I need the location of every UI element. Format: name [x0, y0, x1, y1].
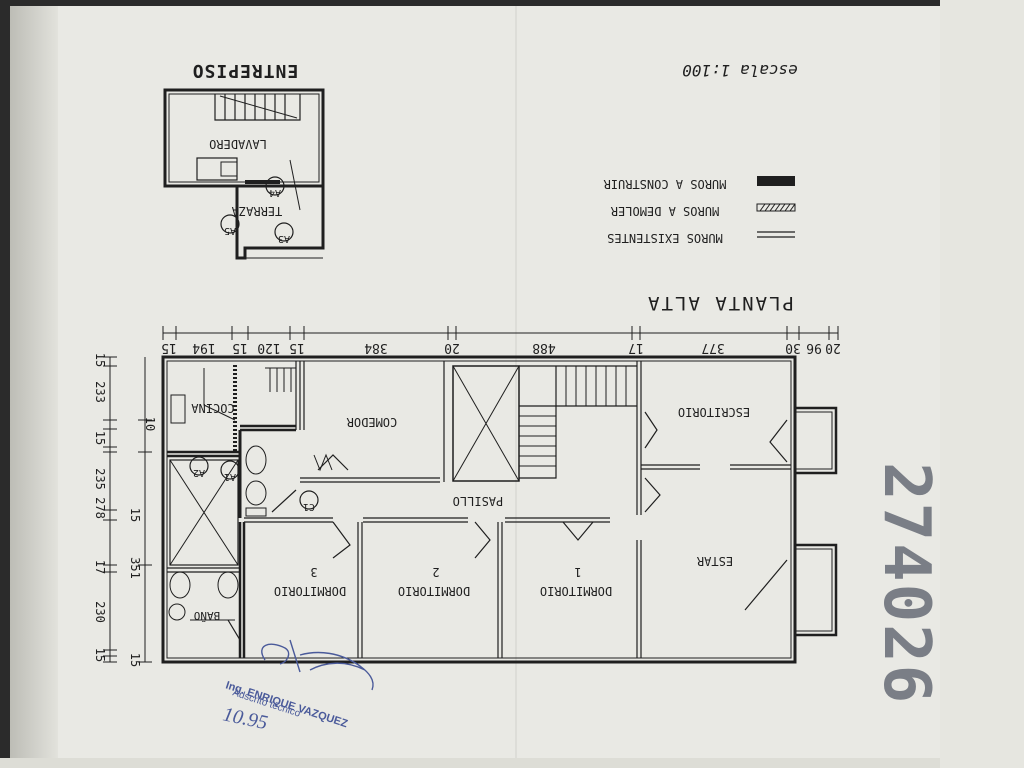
room-label-dormitorio-3: DORMITORIO [274, 584, 346, 598]
marker-a2: A2 [189, 456, 209, 478]
dim-top-11: 96 [806, 340, 822, 355]
main-plan-walls [161, 355, 838, 664]
room-number-2: 2 [432, 565, 439, 579]
legend-swatch-double-line [757, 231, 795, 238]
svg-text:A3: A3 [278, 233, 290, 244]
title-escala: escala 1:100 [682, 61, 798, 80]
title-planta-alta: PLANTA ALTA [646, 292, 794, 314]
legend-swatch-solid [757, 176, 795, 186]
room-number-3: 3 [310, 565, 317, 579]
legend-label-construir: MUROS A CONSTRUIR [603, 177, 727, 191]
legend-label-demoler: MUROS A DEMOLER [610, 204, 719, 218]
dim-top-6: 20 [444, 340, 460, 355]
svg-text:escala 1:100: escala 1:100 [682, 61, 798, 80]
svg-text:A2: A2 [193, 467, 205, 478]
dim-top-4: 15 [289, 340, 305, 355]
dim-left-8: 351 [128, 557, 142, 579]
stamp-date: 10.95 [221, 703, 270, 734]
svg-text:A4: A4 [269, 187, 281, 198]
dim-left-4: 235 [93, 468, 107, 490]
svg-text:ENTREPISO: ENTREPISO [192, 60, 299, 81]
legend-label-existentes: MUROS EXISTENTES [607, 231, 723, 245]
dim-left-1: 233 [93, 381, 107, 403]
svg-text:274026: 274026 [869, 462, 943, 705]
svg-text:A5: A5 [224, 225, 236, 236]
dim-top-1: 194 [192, 340, 216, 355]
background-surface [940, 0, 1024, 768]
marker-a1: A1 [220, 460, 240, 482]
room-label-cocina: COCINA [191, 401, 235, 415]
dim-top-2: 15 [232, 340, 248, 355]
dim-top-3: 120 [257, 340, 280, 355]
legend-swatch-hatched [756, 203, 796, 212]
room-label-pasillo: PASILLO [453, 494, 504, 508]
file-number: 274026 [869, 462, 943, 705]
dim-left-2: 10 [143, 417, 157, 431]
sheet-shadow [10, 6, 58, 758]
svg-text:C1: C1 [303, 501, 315, 512]
svg-text:TERRAZA: TERRAZA [231, 204, 282, 218]
room-label-dormitorio-1: DORMITORIO [540, 584, 612, 598]
dimension-labels-left: 15 233 10 15 235 278 15 17 351 230 15 15 [93, 353, 157, 667]
dimension-line-left [103, 356, 152, 663]
stamp: Ing. ENRIQUE VAZQUEZ Adscrito técnico 10… [221, 679, 349, 734]
entrepiso-labels: LAVADERO TERRAZA [209, 137, 282, 218]
dim-left-6: 15 [128, 508, 142, 522]
dim-top-9: 377 [701, 340, 724, 355]
dim-left-5: 278 [93, 497, 107, 519]
svg-text:LAVADERO: LAVADERO [209, 137, 267, 151]
dim-top-7: 488 [532, 340, 555, 355]
dim-top-8: 17 [628, 340, 644, 355]
dim-left-9: 230 [93, 601, 107, 623]
sheet-fold [515, 6, 517, 758]
room-label-escritorio: ESCRITORIO [678, 405, 750, 419]
dim-left-10: 15 [93, 648, 107, 662]
signature [261, 639, 374, 691]
room-label-bano: BAÑO [194, 609, 221, 622]
dim-left-3: 15 [93, 431, 107, 445]
room-labels: ESCRITORIO COMEDOR COCINA PASILLO ESTAR … [191, 401, 751, 622]
dimension-line-top [162, 326, 839, 340]
dim-left-11: 15 [128, 653, 142, 667]
marker-a5: A5 [220, 214, 240, 236]
marker-c1: C1 [299, 490, 319, 512]
dim-top-5: 384 [364, 340, 388, 355]
svg-text:A1: A1 [224, 471, 236, 482]
svg-text:PLANTA ALTA: PLANTA ALTA [646, 292, 794, 314]
marker-a4: A4 [265, 176, 285, 198]
title-entrepiso: ENTREPISO [192, 60, 299, 81]
room-label-comedor: COMEDOR [346, 415, 397, 429]
dim-left-0: 15 [93, 353, 107, 367]
room-number-1: 1 [574, 565, 581, 579]
entrepiso-plan [163, 88, 325, 260]
dim-left-7: 17 [93, 560, 107, 574]
marker-a3: A3 [274, 222, 294, 244]
room-label-estar: ESTAR [696, 554, 733, 568]
legend: MUROS A CONSTRUIR MUROS A DEMOLER MUROS … [603, 176, 796, 245]
dim-top-12: 20 [825, 340, 841, 355]
dim-top-0: 15 [161, 340, 177, 355]
background-surface-bottom [0, 758, 940, 768]
dim-top-10: 30 [785, 340, 801, 355]
room-label-dormitorio-2: DORMITORIO [398, 584, 470, 598]
